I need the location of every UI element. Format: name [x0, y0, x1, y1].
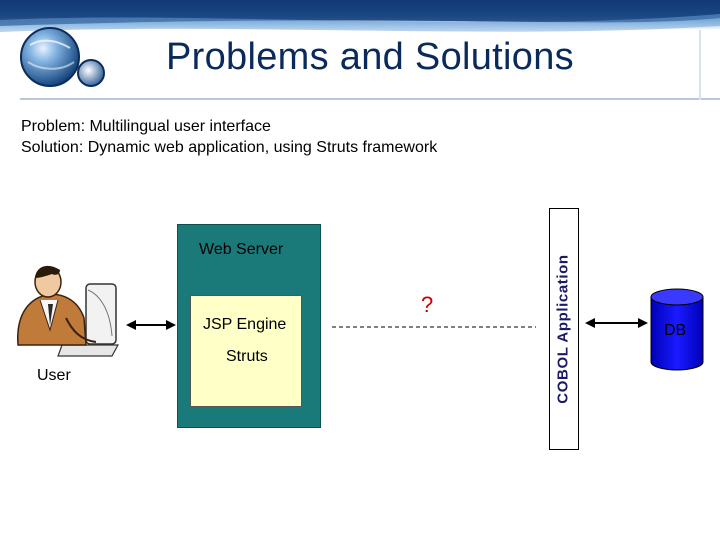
jsp-engine-label: JSP Engine: [203, 316, 287, 333]
database-cylinder-icon: [650, 288, 704, 371]
solution-line: Solution: Dynamic web application, using…: [21, 139, 438, 156]
problem-statement: Problem: Multilingual user interface Sol…: [21, 116, 437, 158]
struts-label: Struts: [226, 348, 268, 365]
db-label: DB: [664, 322, 687, 339]
page-title: Problems and Solutions: [166, 36, 574, 78]
globe-logo-icon: [20, 27, 105, 87]
problem-line: Problem: Multilingual user interface: [21, 118, 271, 135]
user-at-computer-icon: [17, 265, 120, 357]
unknown-link-label: ?: [421, 292, 434, 317]
user-label: User: [37, 367, 71, 384]
web-server-label: Web Server: [199, 241, 284, 258]
header-banner: [0, 0, 720, 100]
cobol-application-box: [549, 208, 579, 450]
jsp-engine-box: [190, 295, 302, 407]
